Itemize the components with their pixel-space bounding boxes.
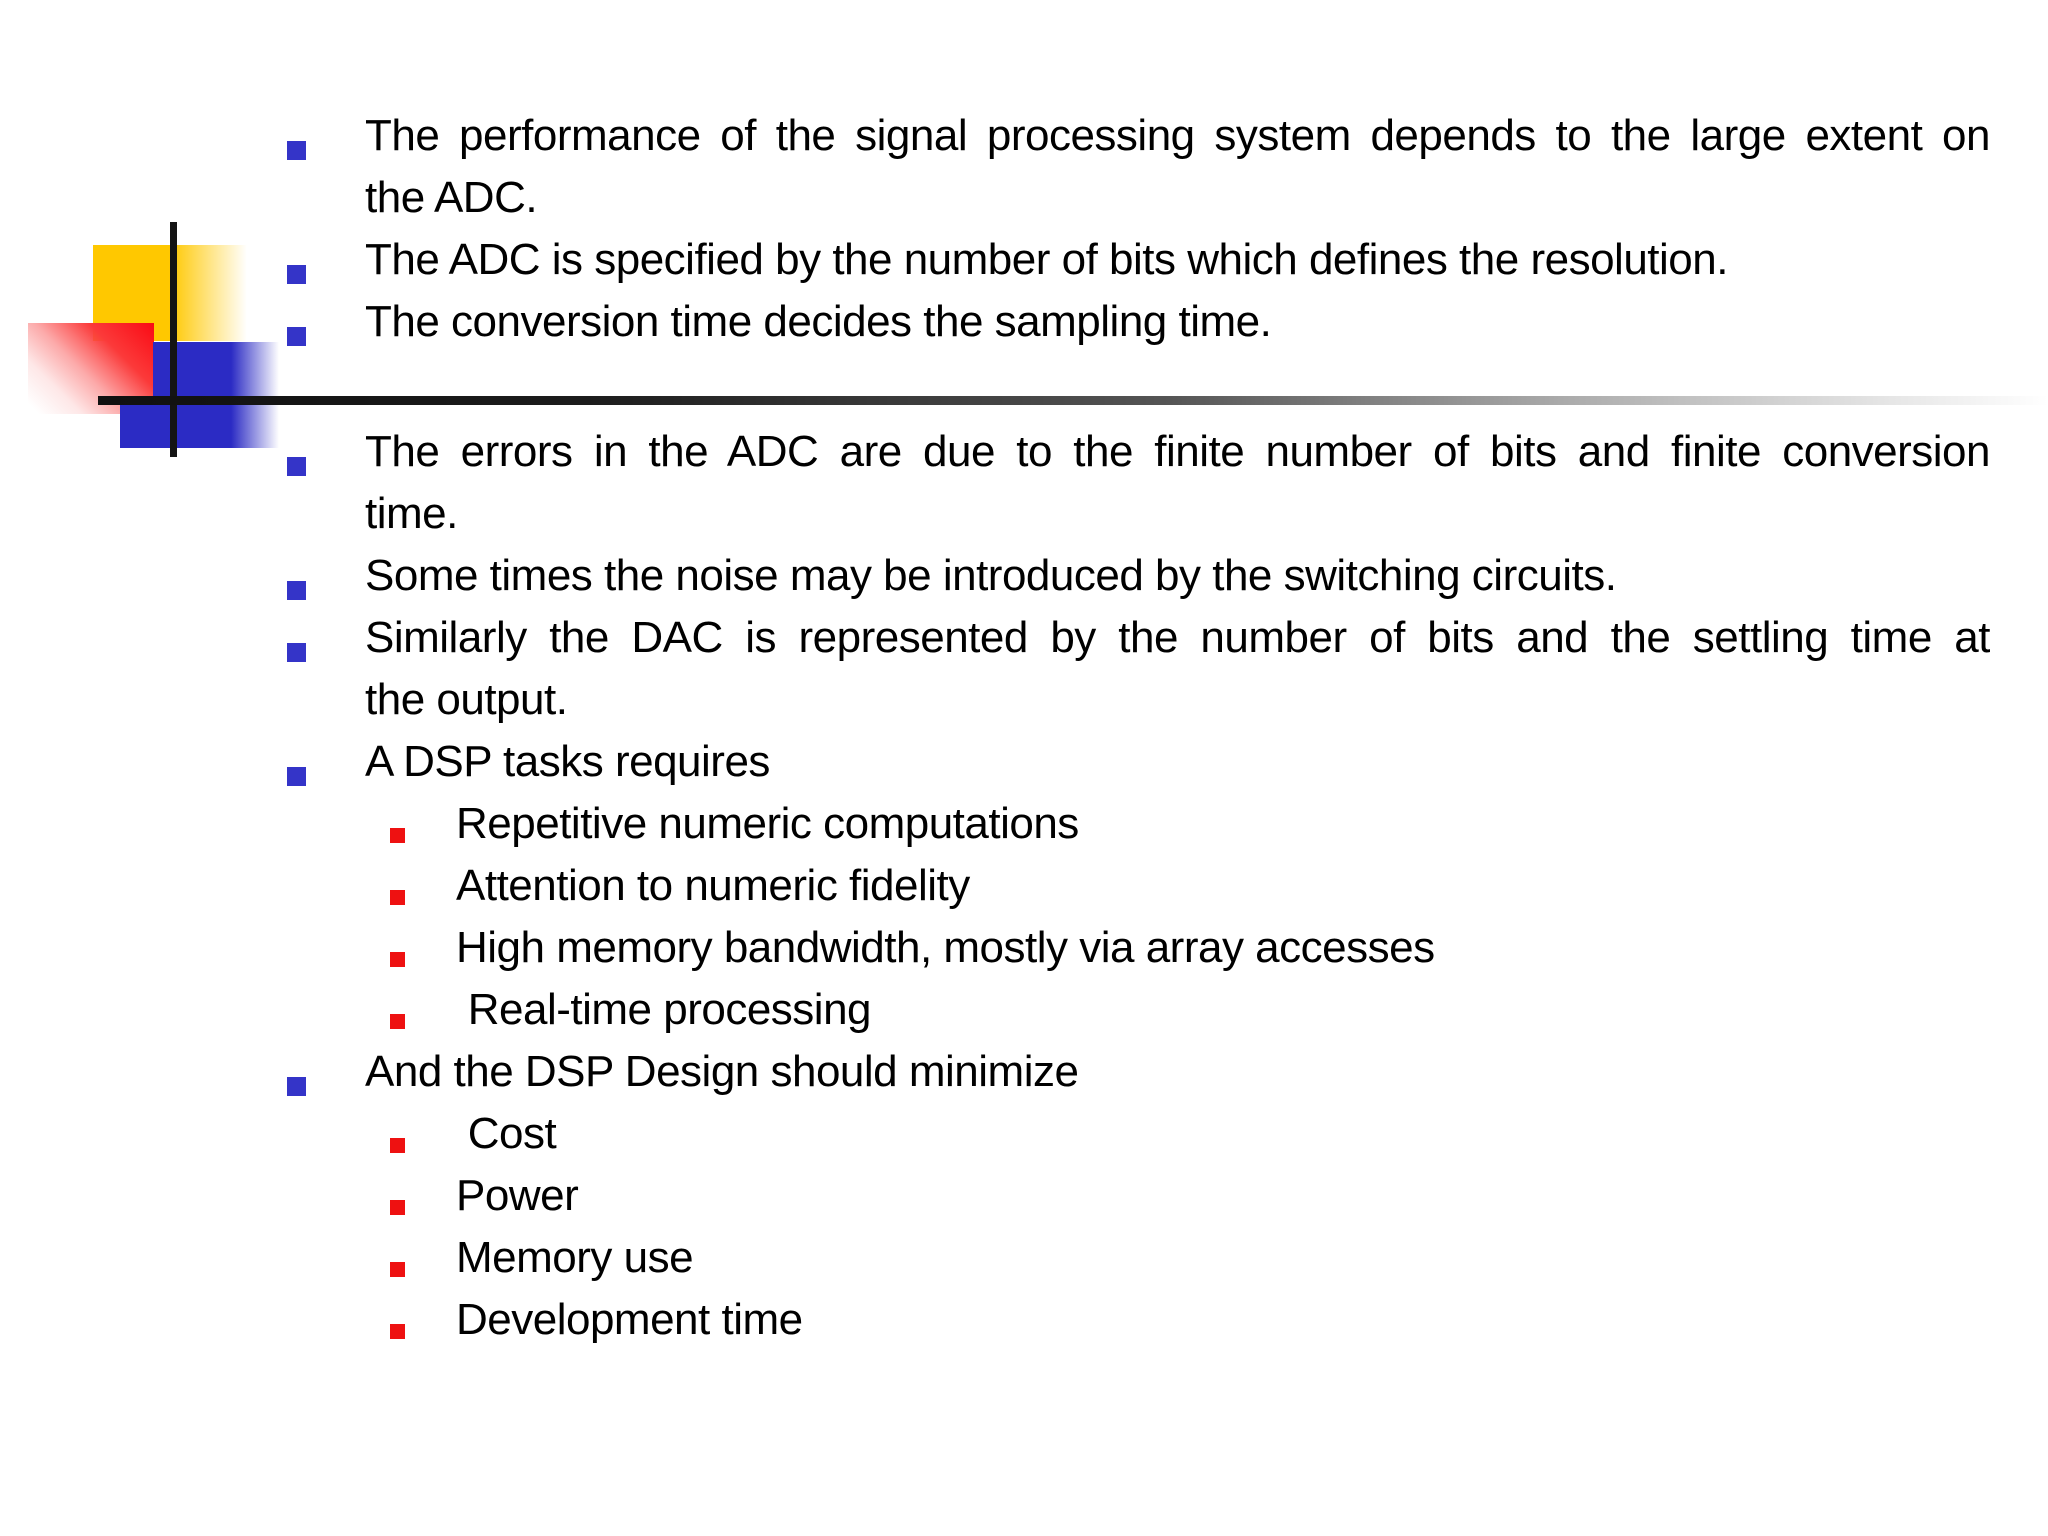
bullet-line: A DSP tasks requires (365, 737, 770, 786)
bullet-square-icon (287, 1077, 306, 1096)
bullet-item: And the DSP Design should minimize (287, 1041, 1990, 1103)
bullet-square-icon (390, 1324, 405, 1339)
bullet-item: The ADC is specified by the number of bi… (287, 229, 1990, 291)
bullet-line: The performance of the signal processing… (365, 111, 1990, 160)
bullet-item: The performance of the signal processing… (287, 105, 1990, 229)
bullet-item: The errors in the ADC are due to the fin… (287, 421, 1990, 545)
bullet-line: Real-time processing (456, 985, 872, 1034)
bullet-square-icon (287, 265, 306, 284)
bullet-line: The errors in the ADC are due to the fin… (365, 427, 1990, 476)
bullet-line: Development time (456, 1295, 803, 1344)
decoration-vertical-line (170, 222, 177, 457)
bullet-square-icon (287, 141, 306, 160)
bullet-item: Similarly the DAC is represented by the … (287, 607, 1990, 731)
bullet-square-icon (390, 890, 405, 905)
bullet-square-icon (390, 1138, 405, 1153)
decoration-blue-square-lower (120, 403, 175, 448)
bullet-line: Repetitive numeric computations (456, 799, 1079, 848)
bullet-line: Memory use (456, 1233, 694, 1282)
bullet-item: Memory use (390, 1227, 1990, 1289)
bullet-item: Cost (390, 1103, 1990, 1165)
horizontal-divider-line (98, 396, 2048, 405)
bullet-line: Cost (456, 1109, 557, 1158)
bullet-line: the ADC. (365, 173, 538, 222)
bullet-item: Repetitive numeric computations (390, 793, 1990, 855)
bullet-square-icon (287, 581, 306, 600)
bullet-line: Some times the noise may be introduced b… (365, 551, 1617, 600)
bullet-item: Power (390, 1165, 1990, 1227)
bullet-square-icon (287, 327, 306, 346)
bullet-square-icon (390, 1014, 405, 1029)
bullet-line: Power (456, 1171, 579, 1220)
bullet-line: High memory bandwidth, mostly via array … (456, 923, 1435, 972)
bullet-line: time. (365, 489, 458, 538)
bullet-line: The ADC is specified by the number of bi… (365, 235, 1728, 284)
bullet-line: Similarly the DAC is represented by the … (365, 613, 1990, 662)
bullet-square-icon (390, 828, 405, 843)
bullet-square-icon (390, 952, 405, 967)
bullet-line: The conversion time decides the sampling… (365, 297, 1272, 346)
bullet-item: The conversion time decides the sampling… (287, 291, 1990, 353)
bullet-item: Development time (390, 1289, 1990, 1351)
bullet-square-icon (287, 643, 306, 662)
bullet-list: The performance of the signal processing… (287, 105, 1990, 1351)
bullet-item: A DSP tasks requires (287, 731, 1990, 793)
bullet-square-icon (390, 1262, 405, 1277)
bullet-item: Some times the noise may be introduced b… (287, 545, 1990, 607)
bullet-square-icon (287, 457, 306, 476)
bullet-item: Attention to numeric fidelity (390, 855, 1990, 917)
bullet-line: Attention to numeric fidelity (456, 861, 970, 910)
bullet-item: Real-time processing (390, 979, 1990, 1041)
bullet-line: the output. (365, 675, 568, 724)
bullet-square-icon (287, 767, 306, 786)
bullet-square-icon (390, 1200, 405, 1215)
bullet-item: High memory bandwidth, mostly via array … (390, 917, 1990, 979)
bullet-line: And the DSP Design should minimize (365, 1047, 1079, 1096)
